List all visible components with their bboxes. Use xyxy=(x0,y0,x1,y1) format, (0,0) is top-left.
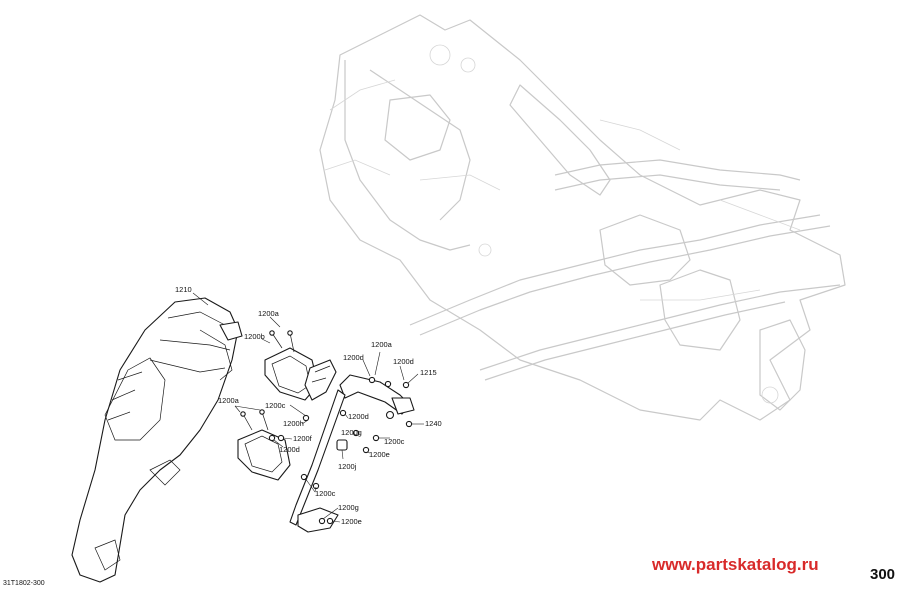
vehicle-frame-outline xyxy=(319,14,846,421)
callout-1200a: 1200a xyxy=(371,340,392,349)
watermark-text: www.partskatalog.ru xyxy=(652,555,819,574)
callout-1200a: 1200a xyxy=(218,396,239,405)
callout-1200d: 1200d xyxy=(393,357,414,366)
callout-1200c: 1200c xyxy=(265,401,286,410)
callout-1200h: 1200h xyxy=(283,419,304,428)
storage-tube-part xyxy=(71,297,243,583)
callout-1200f: 1200f xyxy=(293,434,312,443)
callout-1200e: 1200e xyxy=(369,450,390,459)
callout-1200c: 1200c xyxy=(315,489,336,498)
callout-1200d: 1200d xyxy=(279,445,300,454)
callout-1200g: 1200g xyxy=(341,428,362,437)
callout-1200e: 1200e xyxy=(341,517,362,526)
callout-1200d: 1200d xyxy=(348,412,369,421)
callout-1200g: 1200g xyxy=(338,503,359,512)
callout-1200a: 1200a xyxy=(258,309,279,318)
callout-1200c: 1200c xyxy=(384,437,405,446)
callout-1200d: 1200d xyxy=(343,353,364,362)
bolts-and-nuts xyxy=(240,330,413,525)
callout-1200j: 1200j xyxy=(338,462,357,471)
figure-code: 31T1802-300 xyxy=(3,580,45,587)
callout-1215: 1215 xyxy=(420,368,437,377)
mounting-support-part xyxy=(289,359,415,533)
callout-1210: 1210 xyxy=(175,285,192,294)
leader-lines xyxy=(192,292,424,523)
callout-1200b: 1200b xyxy=(244,332,265,341)
callout-1240: 1240 xyxy=(425,419,442,428)
page-number: 300 xyxy=(870,566,896,583)
